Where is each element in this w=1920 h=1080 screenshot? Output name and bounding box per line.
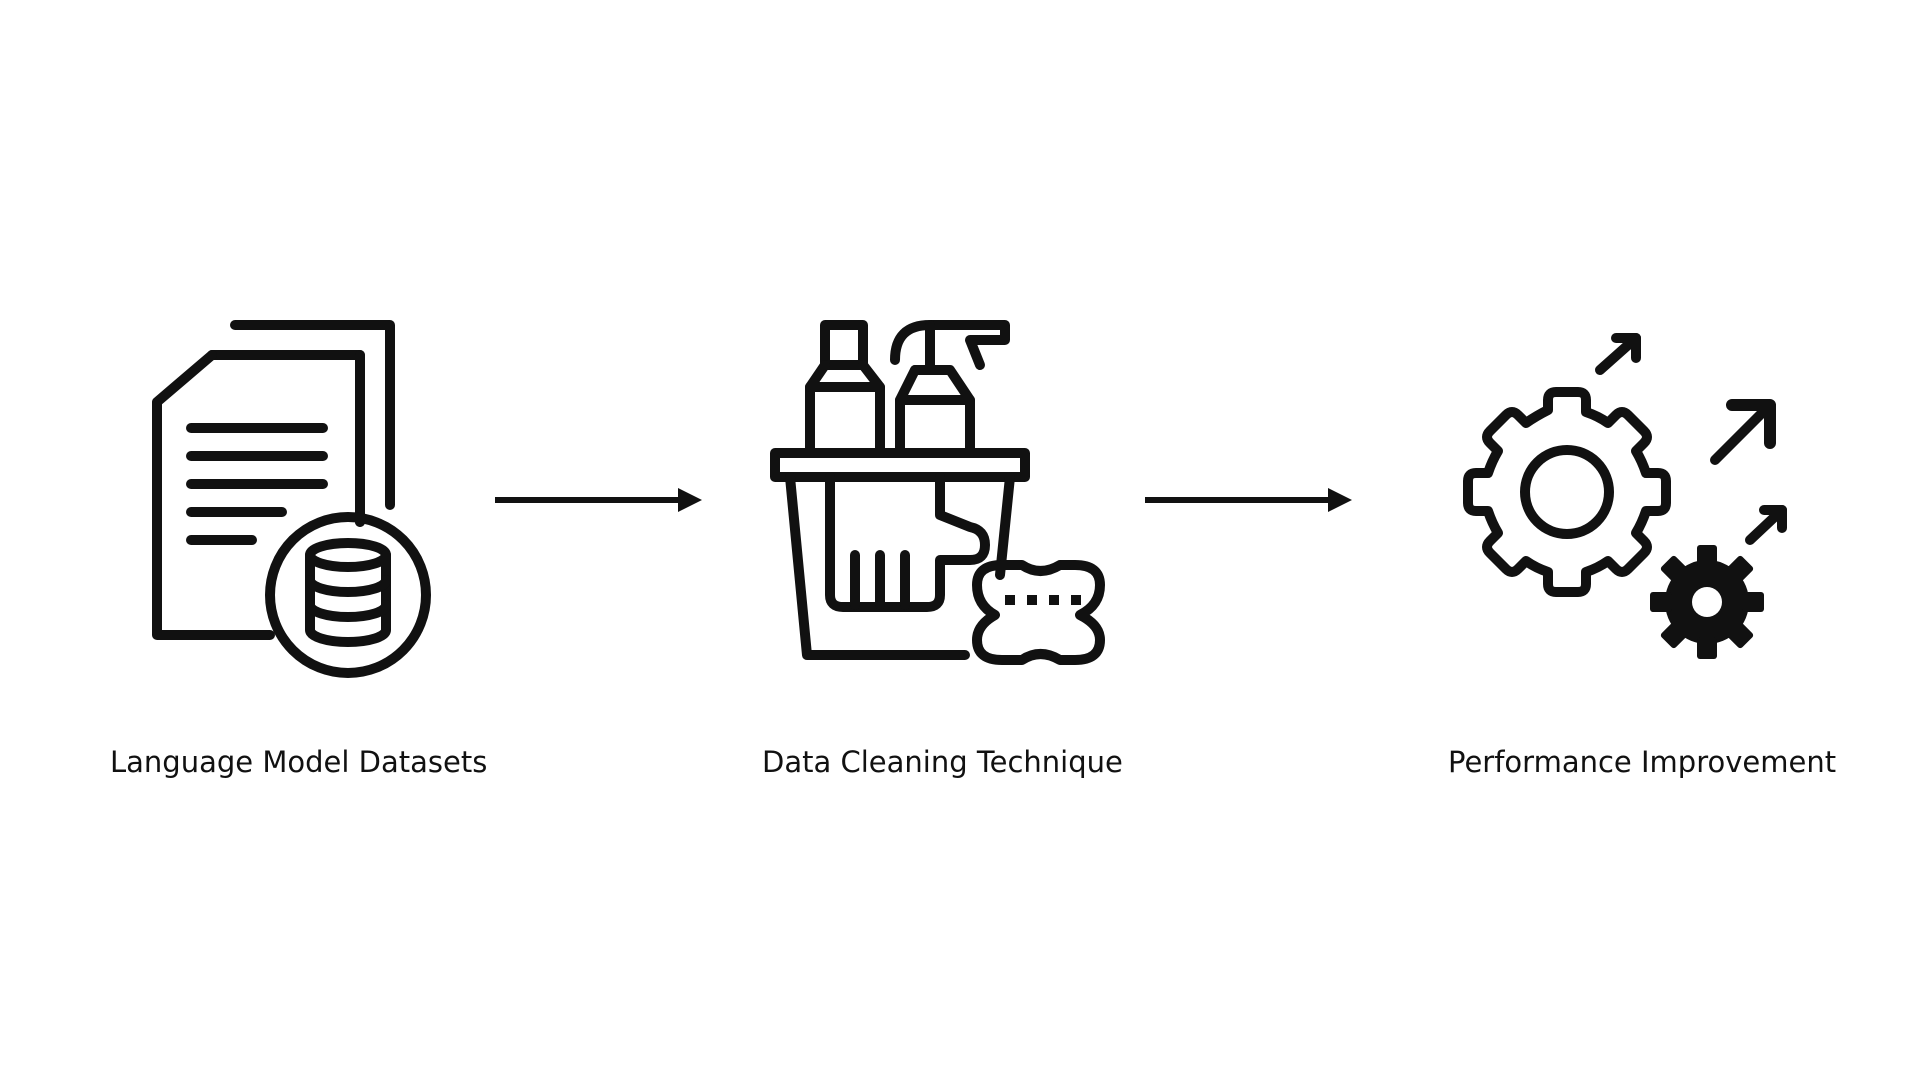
document-database-icon xyxy=(152,320,431,678)
step-label-performance: Performance Improvement xyxy=(1448,745,1837,779)
gears-up-arrows-icon xyxy=(1463,333,1787,659)
cleaning-bucket-icon xyxy=(770,320,1105,665)
step-label-datasets: Language Model Datasets xyxy=(110,745,488,779)
arrow-right-icon xyxy=(1145,488,1352,512)
step-label-cleaning: Data Cleaning Technique xyxy=(762,745,1123,779)
arrow-right-icon xyxy=(495,488,702,512)
